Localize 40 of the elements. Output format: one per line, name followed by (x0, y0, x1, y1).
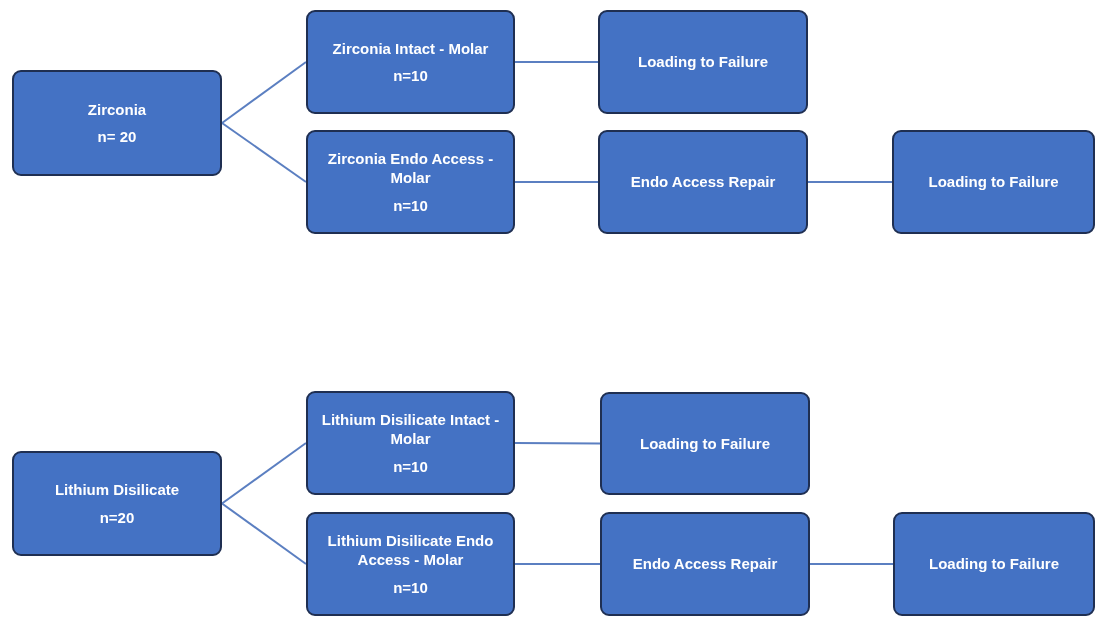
box-text: Endo Access Repair (632, 554, 778, 574)
box-text: n= 20 (97, 127, 137, 147)
box-text: n=10 (393, 195, 428, 216)
box-text: Lithium Disilicate Intact - Molar (320, 409, 501, 449)
process-box (306, 130, 515, 234)
box-text: Lithium Disilicate Endo Access - Molar (326, 530, 495, 570)
connector-line (221, 502, 307, 565)
process-box (600, 392, 810, 495)
connector-line (514, 563, 601, 565)
box-text: n=20 (99, 507, 135, 527)
box-text: Zirconia Endo Access - Molar (326, 148, 495, 188)
connector-line (514, 181, 599, 183)
connector-line (221, 61, 307, 124)
box-text: n=10 (393, 577, 428, 598)
connector-line (809, 563, 894, 565)
process-box (12, 451, 222, 556)
process-box (306, 10, 515, 114)
connector-line (514, 442, 601, 445)
process-box (892, 130, 1095, 234)
box-text: Endo Access Repair (630, 172, 776, 192)
box-text: Loading to Failure (638, 52, 768, 72)
connector-line (514, 61, 599, 63)
process-box (306, 512, 515, 616)
process-box (893, 512, 1095, 616)
process-box (598, 130, 808, 234)
box-text: Loading to Failure (929, 554, 1059, 574)
connector-line (807, 181, 893, 183)
box-text: n=10 (393, 456, 428, 477)
process-box (600, 512, 810, 616)
connector-line (221, 122, 307, 183)
box-text: Zirconia Intact - Molar (332, 38, 489, 58)
process-box (598, 10, 808, 114)
box-text: Lithium Disilicate (54, 480, 180, 500)
connector-line (221, 442, 307, 505)
box-text: n=10 (393, 66, 428, 86)
box-text: Loading to Failure (640, 433, 770, 454)
box-text: Zirconia (87, 99, 147, 119)
process-box (306, 391, 515, 495)
process-box (12, 70, 222, 176)
box-text: Loading to Failure (928, 172, 1059, 192)
